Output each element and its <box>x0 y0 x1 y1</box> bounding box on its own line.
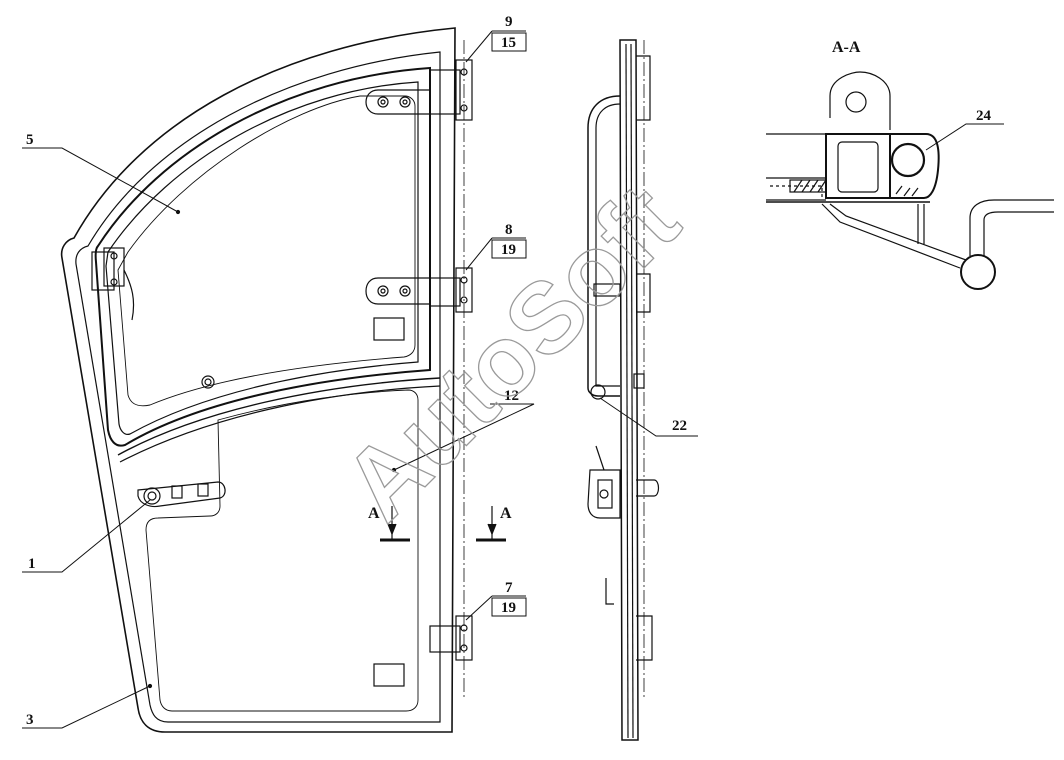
door-side-view <box>587 39 660 741</box>
lower-plate <box>373 663 405 687</box>
callout-22: 22 <box>672 418 687 434</box>
section-handle-end <box>960 254 996 290</box>
section-mark-left <box>380 506 410 542</box>
door-handle <box>137 481 226 508</box>
section-seal <box>890 142 926 178</box>
callout-24: 24 <box>976 108 992 124</box>
upper-glass-pane <box>117 95 416 407</box>
callout-3: 3 <box>26 712 34 728</box>
callout-8: 8 <box>505 222 513 238</box>
callout-labels: 5 1 3 12 22 24 9 15 8 19 7 19 A A A-A <box>26 14 992 728</box>
section-tube <box>825 133 891 199</box>
hinge-lower <box>429 615 473 661</box>
side-hinge-top <box>636 55 651 121</box>
section-title: A-A <box>832 39 861 56</box>
middle-rail-2 <box>119 385 441 463</box>
callout-15: 15 <box>501 35 516 51</box>
watermark: AutoSoft <box>322 164 700 542</box>
rail-clamp <box>593 283 621 297</box>
section-mark-right <box>476 506 506 542</box>
upper-plate <box>373 317 405 341</box>
door-inner-frame <box>75 51 441 723</box>
callout-12: 12 <box>504 388 519 404</box>
washer-knob <box>201 375 215 389</box>
leader-lines <box>22 30 1004 729</box>
hinge-middle <box>365 267 473 313</box>
side-lock <box>587 445 660 519</box>
section-lug <box>829 71 891 130</box>
section-brace <box>821 203 967 269</box>
upper-glass-frame <box>94 66 431 447</box>
hinge-upper <box>365 59 473 121</box>
lower-panel <box>145 389 419 712</box>
glass-latch <box>91 247 135 321</box>
side-frame-outer <box>619 39 639 741</box>
door-outer-frame <box>60 27 456 733</box>
middle-rail <box>117 377 441 456</box>
side-bracket <box>605 578 614 605</box>
door-front-view <box>60 27 506 733</box>
grab-rail <box>587 95 621 397</box>
side-hinge-mid <box>636 273 651 313</box>
callout-1: 1 <box>28 556 36 572</box>
callout-19-lower: 19 <box>501 600 516 616</box>
callout-19-upper: 19 <box>501 242 516 258</box>
callout-5: 5 <box>26 132 34 148</box>
callout-7: 7 <box>505 580 513 596</box>
callout-9: 9 <box>505 14 513 30</box>
rail-bolt <box>590 384 606 400</box>
section-mark-right-letter: A <box>500 505 512 522</box>
section-view <box>766 71 1054 290</box>
section-mark-left-letter: A <box>368 505 380 522</box>
upper-glass-inner <box>105 81 419 435</box>
